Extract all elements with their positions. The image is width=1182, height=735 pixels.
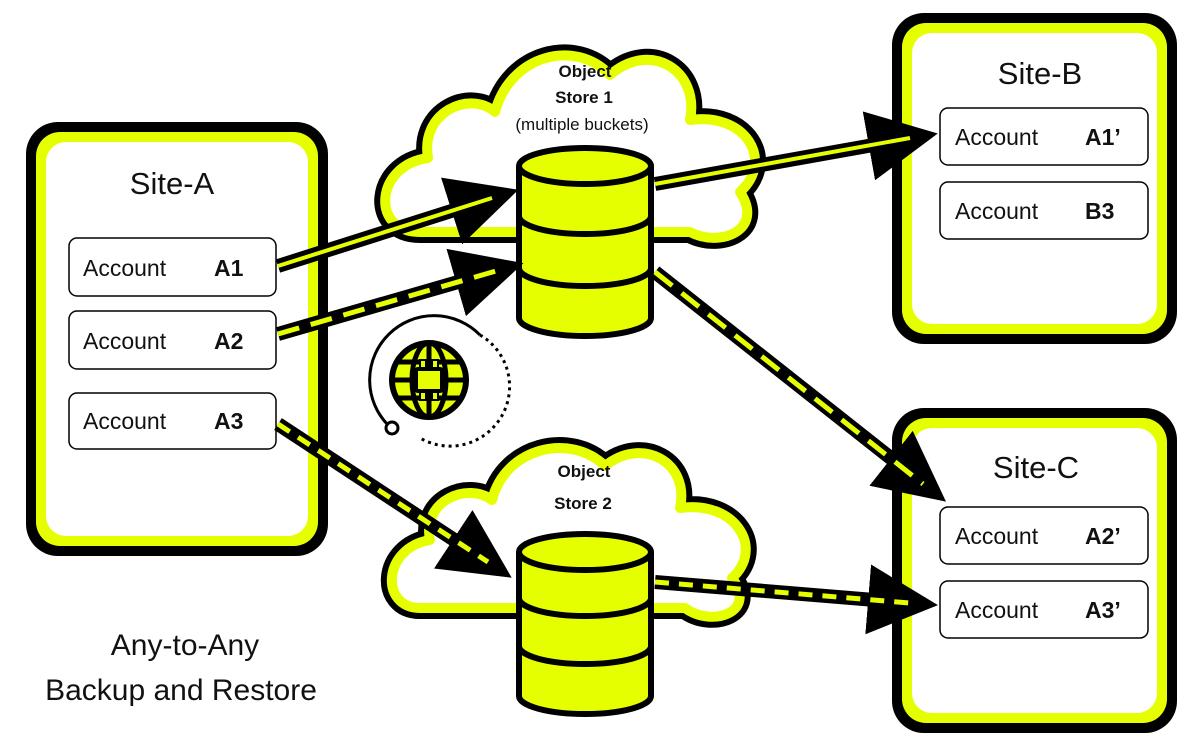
site-b-title: Site-B: [998, 56, 1082, 91]
globe-network-icon: [368, 314, 512, 448]
account-box-a3-prime: Account A3’: [939, 580, 1149, 639]
site-c-title: Site-C: [993, 450, 1079, 485]
site-b-panel: [892, 13, 1177, 344]
object-store-1-database-icon: [516, 145, 654, 339]
caption-line2: Backup and Restore: [45, 674, 317, 707]
site-a-title: Site-A: [130, 166, 215, 201]
account-box-a1: Account A1: [68, 237, 277, 297]
object-store-2-label-line1: Object: [558, 462, 611, 481]
object-store-2-database-icon: [516, 531, 654, 717]
account-box-a2-prime: Account A2’: [939, 506, 1149, 565]
account-label: Account: [955, 198, 1039, 224]
account-id: A3’: [1085, 597, 1121, 623]
connector-store2-to-a3-prime: [654, 564, 938, 635]
account-label: Account: [83, 255, 167, 281]
object-store-1-label-line2: Store 1: [555, 88, 613, 107]
object-store-2-label-line2: Store 2: [554, 494, 612, 513]
account-label: Account: [955, 523, 1039, 549]
account-id: A3: [214, 408, 243, 434]
connector-store1-to-a2-prime: [650, 266, 946, 502]
object-store-1-label-line1: Object: [559, 62, 612, 81]
account-id: B3: [1085, 198, 1114, 224]
connector-store1-to-a1-prime: [653, 111, 938, 191]
account-label: Account: [955, 597, 1039, 623]
account-label: Account: [83, 408, 167, 434]
caption-line1: Any-to-Any: [111, 629, 259, 662]
connector-a3-to-store2: [274, 418, 512, 578]
account-box-a1-prime: Account A1’: [939, 107, 1149, 166]
site-c-panel: [892, 408, 1177, 733]
account-label: Account: [955, 124, 1039, 150]
account-id: A2: [214, 328, 243, 354]
connector-a2-to-store1: [276, 248, 524, 341]
account-box-a3: Account A3: [68, 392, 277, 450]
account-id: A1’: [1085, 124, 1121, 150]
connector-a1-to-store1: [275, 177, 519, 273]
object-store-1-label-line3: (multiple buckets): [515, 115, 648, 134]
account-label: Account: [83, 328, 167, 354]
account-id: A2’: [1085, 523, 1121, 549]
account-box-a2: Account A2: [68, 310, 277, 370]
account-id: A1: [214, 255, 244, 281]
account-box-b3: Account B3: [939, 181, 1149, 240]
